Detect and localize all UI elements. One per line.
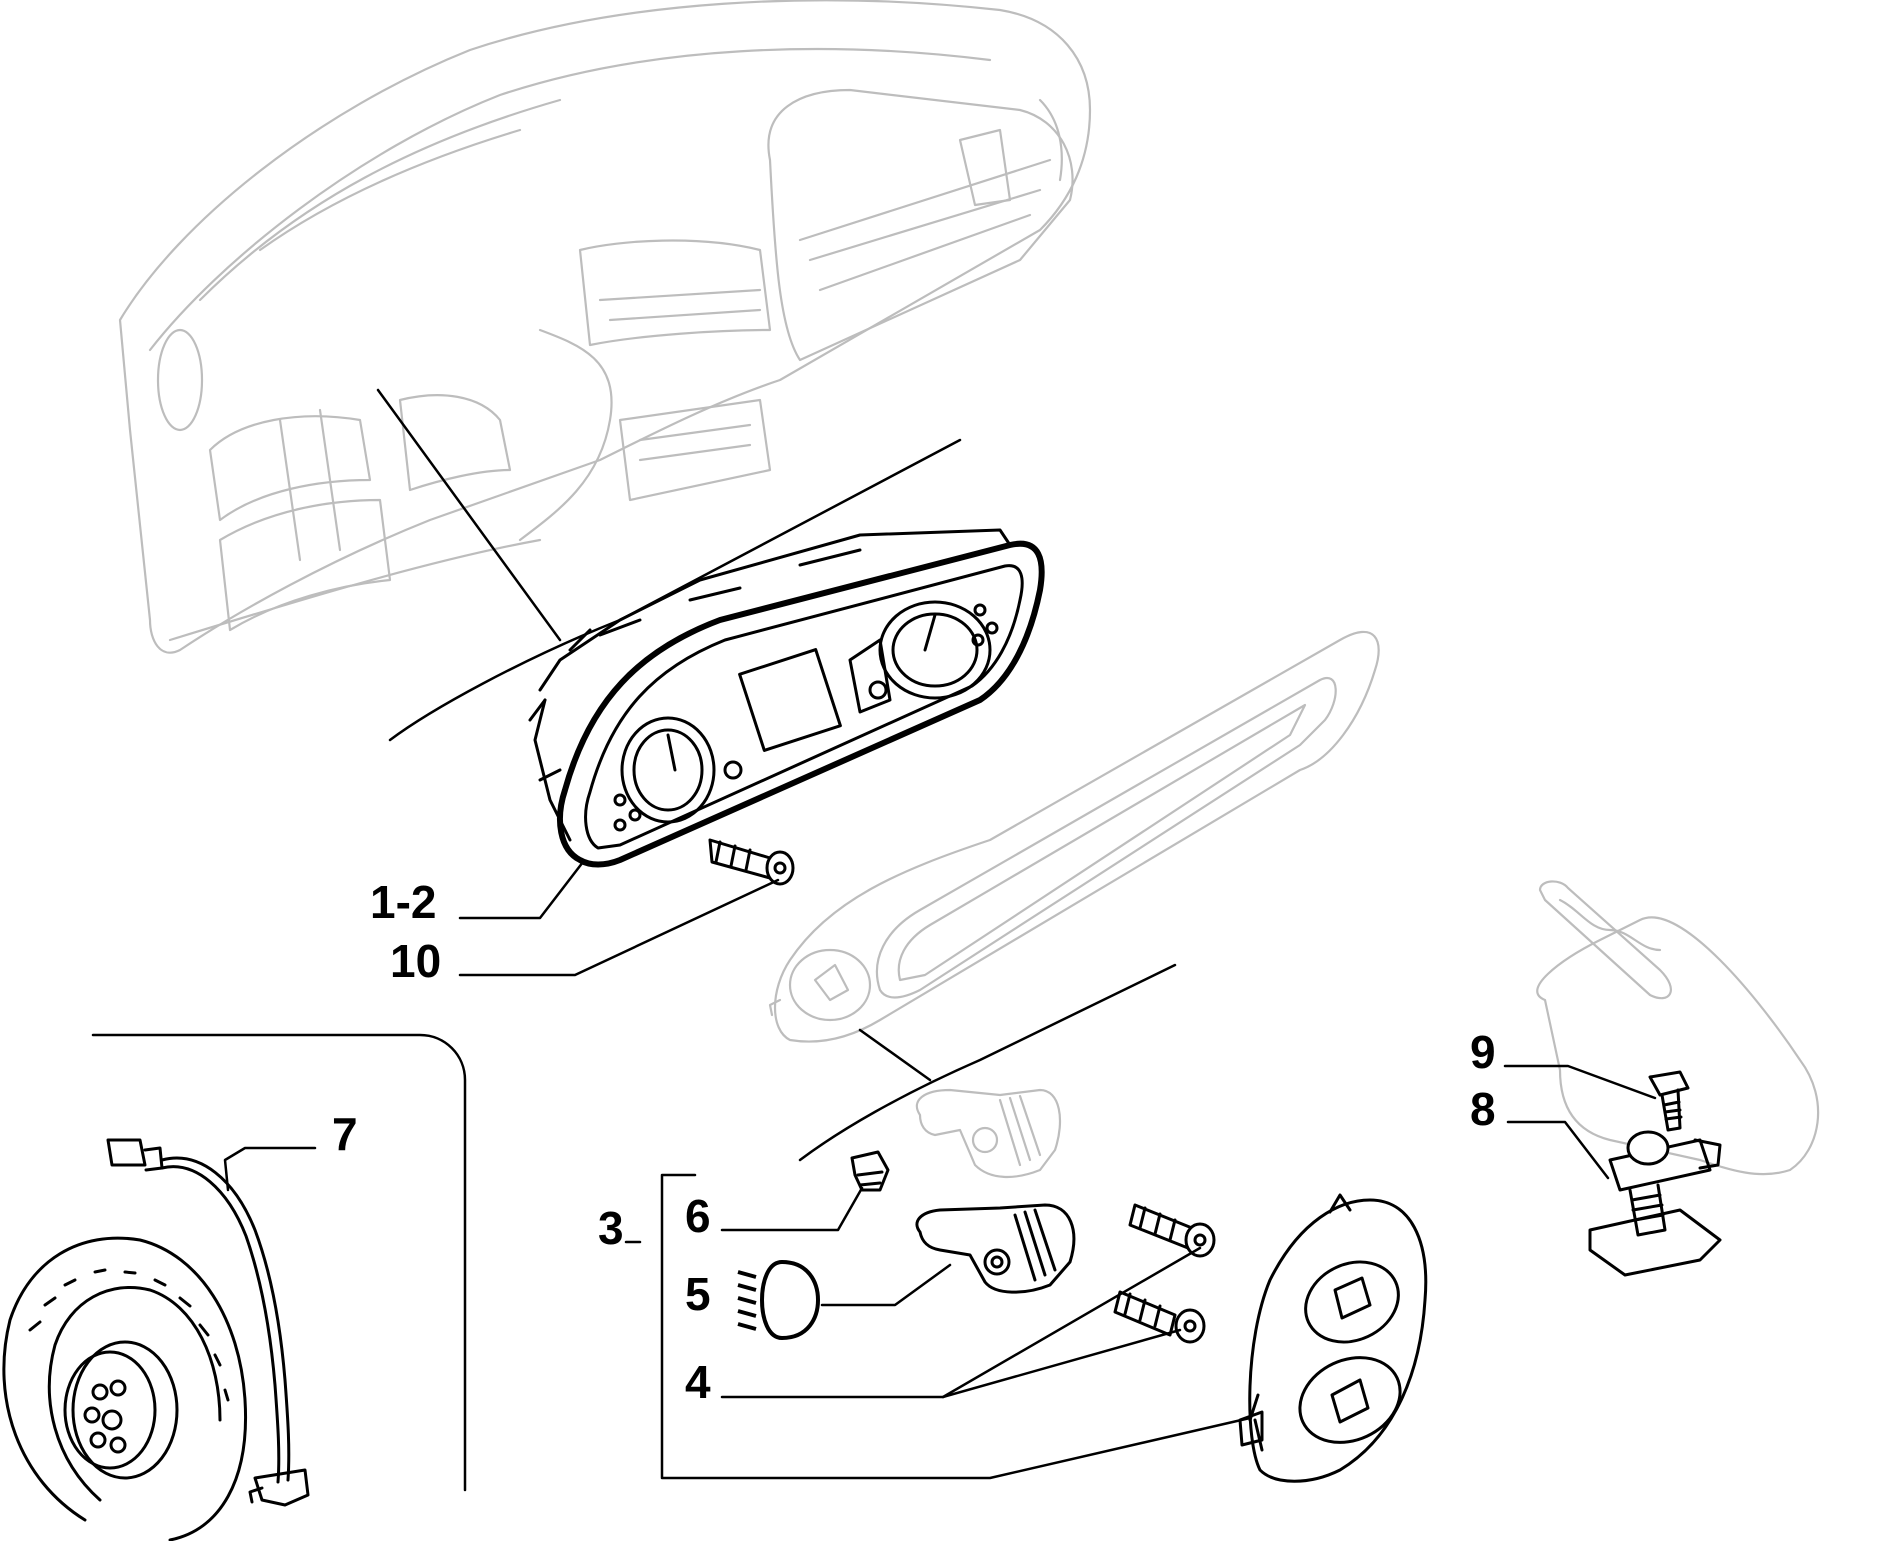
bolt-9 <box>1648 1070 1690 1132</box>
flywheel <box>2 1236 248 1541</box>
leader-9 <box>1503 1064 1657 1100</box>
handbrake-lever-outline <box>1536 880 1820 1176</box>
screw-4-upper <box>1128 1203 1216 1258</box>
flywheel-frame-line <box>91 1033 467 1492</box>
leader-4a <box>720 1246 1202 1399</box>
leader-6 <box>720 1186 864 1232</box>
bezel-leader-line <box>858 1028 932 1082</box>
callout-6: 6 <box>685 1190 711 1242</box>
headlight-switch-5 <box>915 1203 1076 1294</box>
switch-8 <box>1588 1130 1722 1277</box>
callout-8: 8 <box>1470 1083 1496 1135</box>
callout-10: 10 <box>390 935 441 987</box>
group-3-bracket <box>660 1173 1252 1480</box>
callout-3: 3 <box>598 1202 624 1254</box>
leader-10 <box>458 878 780 977</box>
leader-8 <box>1506 1120 1610 1180</box>
screw-10 <box>708 838 795 886</box>
leader-7 <box>223 1146 317 1192</box>
dashboard-outline <box>118 0 1092 654</box>
dashboard-section-line <box>388 438 962 742</box>
switch-section-line <box>798 963 1177 1162</box>
leader-4b <box>941 1328 1182 1399</box>
callout-5: 5 <box>685 1268 711 1320</box>
leader-1-2 <box>458 860 585 920</box>
instrument-cluster <box>528 528 1045 868</box>
screw-4-lower <box>1113 1290 1206 1344</box>
leader-5 <box>820 1263 952 1307</box>
callout-4: 4 <box>685 1356 711 1408</box>
clip-6 <box>850 1150 890 1192</box>
cluster-trim-bezel <box>768 630 1380 1043</box>
switch-subassembly-outline <box>915 1088 1062 1179</box>
low-beam-headlight-icon <box>737 1259 821 1341</box>
callout-1-2: 1-2 <box>370 876 436 928</box>
speed-sensor-7 <box>106 1138 310 1507</box>
switch-panel-3 <box>1238 1193 1428 1483</box>
callout-7: 7 <box>332 1108 358 1160</box>
callout-9: 9 <box>1470 1026 1496 1078</box>
dashboard-leader-line <box>376 388 562 642</box>
